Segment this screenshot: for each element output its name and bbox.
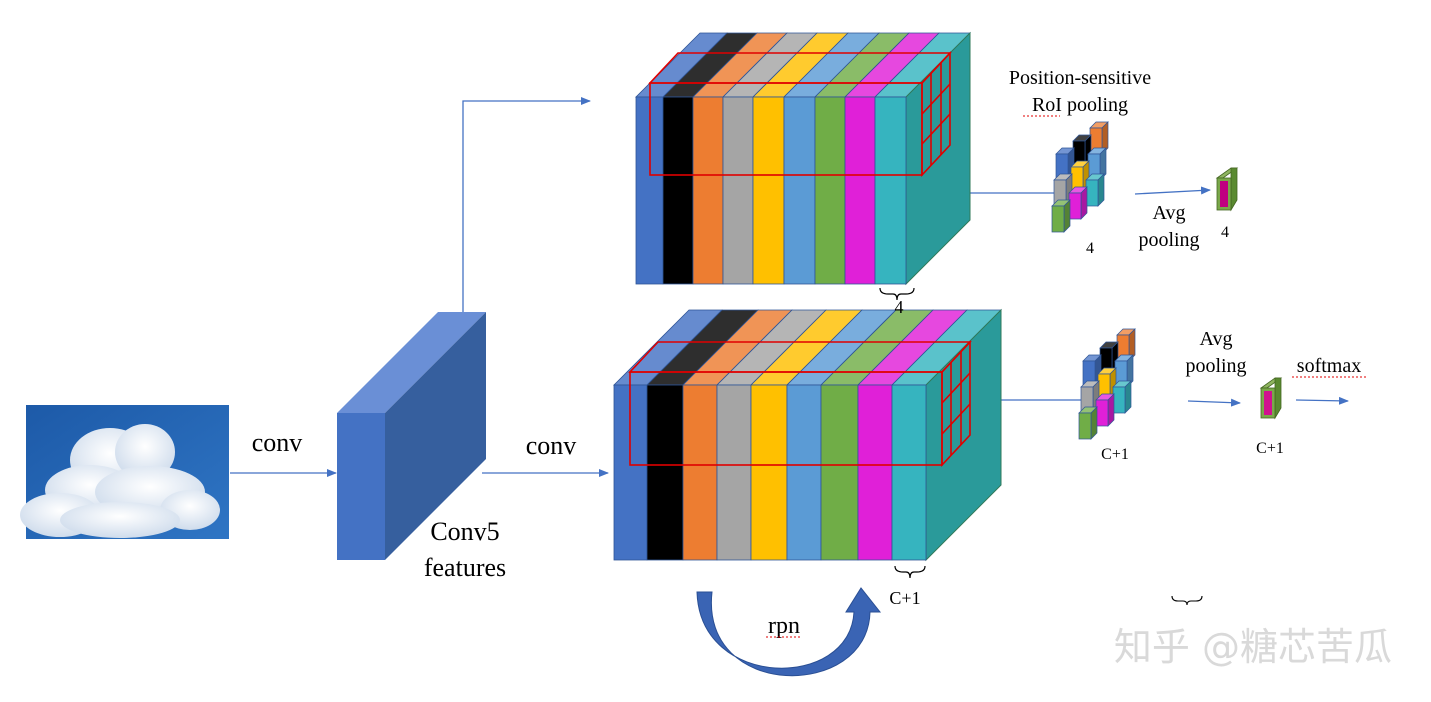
conv5-front-face	[337, 413, 385, 560]
label-bottom-out-count: C+1	[1256, 440, 1284, 457]
arrow-bottom-pool-to-out	[1187, 398, 1241, 407]
conv5-features-box	[337, 312, 486, 560]
bottom-stack-slab-4	[716, 384, 752, 561]
bottom-pooled-map-7	[1078, 412, 1092, 440]
output-box-top	[1215, 167, 1239, 212]
label-top-small-count: 4	[1086, 240, 1094, 257]
bottom-pooled-map-8-side	[1107, 393, 1115, 427]
label-conv-first: conv	[252, 428, 303, 457]
bottom-stack-slab-5	[750, 384, 788, 561]
watermark: 知乎 @糖芯苦瓜	[1114, 625, 1392, 669]
arrow-conv5-to-top-stack	[462, 97, 591, 312]
bottom-stack-slab-9	[891, 384, 927, 561]
bottom-pooled-map-8	[1095, 399, 1109, 427]
pooled-maps-top	[1051, 121, 1109, 233]
top-stack-slab-7	[814, 96, 846, 285]
bottom-pooled-map-7-side	[1090, 406, 1098, 440]
top-stack-slab-5	[752, 96, 785, 285]
top-pooled-map-8-side	[1080, 186, 1088, 220]
conv5-side-face	[385, 312, 486, 560]
position-sensitive-score-maps-top	[635, 31, 971, 286]
arrow-top-pool-to-out	[1134, 186, 1211, 195]
top-pooled-map-7-side	[1063, 199, 1071, 233]
label-group-top: 4	[895, 297, 904, 317]
bottom-pooled-map-9	[1112, 386, 1126, 414]
top-stack-slab-2	[662, 96, 694, 285]
arrow-softmax-out	[1295, 396, 1349, 405]
top-stack-slab-3	[692, 96, 724, 285]
bottom-stack-slab-2	[646, 384, 684, 561]
label-conv5-line2: features	[424, 553, 506, 582]
top-pooled-map-9	[1085, 179, 1099, 207]
bottom-pooled-map-9-side	[1124, 380, 1132, 414]
conv5-top-face	[337, 312, 486, 413]
top-pooled-map-9-side	[1097, 173, 1105, 207]
bottom-stack-slab-7	[820, 384, 859, 561]
roi-box-bottom	[628, 339, 972, 468]
bottom-stack-slab-8	[857, 384, 893, 561]
top-pooled-map-7	[1051, 205, 1065, 233]
top-stack-slab-8	[844, 96, 876, 285]
label-bottom-avg-line2: pooling	[1185, 355, 1246, 377]
label-ps-line2: RoI pooling	[1032, 94, 1128, 116]
top-stack-slab-4	[722, 96, 754, 285]
label-top-out-count: 4	[1221, 224, 1229, 241]
bottom-stack-slab-6	[786, 384, 822, 561]
label-ps-line1: Position-sensitive	[1009, 67, 1151, 89]
position-sensitive-score-maps-bottom	[613, 308, 1002, 562]
arrows	[230, 97, 1349, 477]
label-bottom-avg-line1: Avg	[1200, 328, 1233, 350]
top-stack-slab-9	[874, 96, 907, 285]
label-softmax: softmax	[1297, 355, 1361, 377]
input-image	[20, 405, 229, 539]
brace-stray	[1171, 595, 1203, 606]
pooled-maps-bottom	[1078, 328, 1136, 440]
label-bottom-small-count: C+1	[1101, 446, 1129, 463]
rpn-arrow	[696, 587, 882, 677]
output-box-bottom	[1259, 377, 1283, 420]
brace-top	[879, 287, 915, 301]
brace-bottom	[894, 565, 926, 579]
label-conv5-line1: Conv5	[430, 517, 499, 546]
bottom-stack-slab-3	[682, 384, 718, 561]
roi-box-top	[648, 50, 952, 178]
label-top-avg-line1: Avg	[1153, 202, 1186, 224]
label-rpn: rpn	[768, 613, 800, 639]
top-stack-slab-6	[783, 96, 816, 285]
top-pooled-map-8	[1068, 192, 1082, 220]
label-top-avg-line2: pooling	[1138, 229, 1199, 251]
label-conv-second: conv	[526, 431, 577, 460]
label-group-bottom: C+1	[889, 588, 920, 608]
